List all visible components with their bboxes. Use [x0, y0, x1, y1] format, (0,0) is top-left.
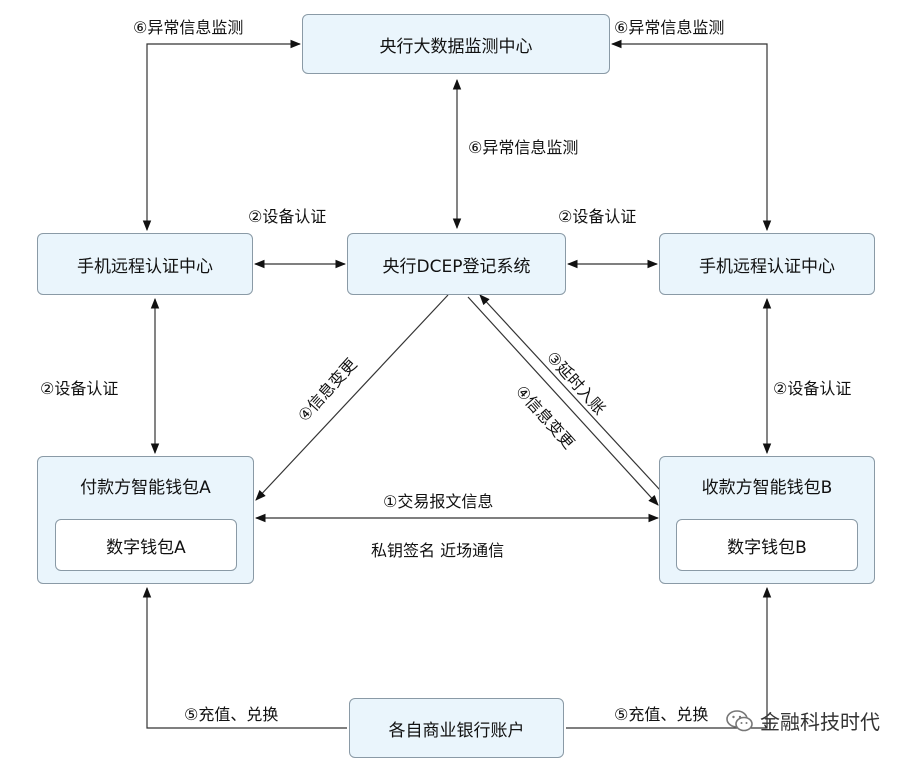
label-private-key-nfc: 私钥签名 近场通信	[371, 541, 505, 560]
label-device-auth-right-top: ②设备认证	[558, 207, 637, 226]
label-topup-right: ⑤充值、兑换	[614, 705, 709, 724]
node-pboc-bigdata-label: 央行大数据监测中心	[379, 36, 533, 57]
node-auth-left-label: 手机远程认证中心	[77, 256, 213, 277]
label-anomaly-top-left: ⑥异常信息监测	[133, 18, 244, 37]
node-payee-digital-label: 数字钱包B	[727, 537, 807, 558]
node-payee-digital-wallet: 数字钱包B	[676, 519, 858, 571]
node-bank-account: 各自商业银行账户	[349, 698, 564, 758]
node-dcep-registry: 央行DCEP登记系统	[347, 233, 566, 295]
edge-bigdata-auth-left	[142, 39, 302, 232]
node-auth-right: 手机远程认证中心	[659, 233, 875, 295]
node-payer-wallet-label: 付款方智能钱包A	[80, 478, 211, 498]
node-bank-account-label: 各自商业银行账户	[388, 720, 525, 741]
label-device-auth-left-side: ②设备认证	[40, 379, 119, 398]
watermark: 金融科技时代	[726, 706, 880, 735]
watermark-text: 金融科技时代	[760, 710, 880, 734]
node-dcep-registry-label: 央行DCEP登记系统	[382, 256, 531, 277]
wechat-icon	[726, 709, 753, 731]
edge-bank-wallet-b	[566, 586, 772, 729]
node-auth-left: 手机远程认证中心	[37, 233, 253, 295]
label-transaction-info: ①交易报文信息	[383, 492, 494, 511]
node-payer-digital-label: 数字钱包A	[106, 537, 186, 558]
node-pboc-bigdata: 央行大数据监测中心	[302, 14, 610, 74]
edge-wallet-b-dcep	[479, 294, 661, 491]
node-payer-wallet: 付款方智能钱包A 数字钱包A	[37, 456, 254, 584]
label-device-auth-left-top: ②设备认证	[248, 207, 327, 226]
label-anomaly-center: ⑥异常信息监测	[468, 138, 579, 157]
edge-bigdata-auth-right	[610, 39, 772, 232]
edge-dcep-wallet-a	[255, 294, 449, 501]
label-anomaly-top-right: ⑥异常信息监测	[614, 18, 725, 37]
label-topup-left: ⑤充值、兑换	[184, 705, 279, 724]
edge-dcep-wallet-b	[467, 296, 659, 506]
node-auth-right-label: 手机远程认证中心	[699, 256, 835, 277]
node-payee-wallet-label: 收款方智能钱包B	[701, 478, 833, 498]
label-device-auth-right-side: ②设备认证	[773, 379, 852, 398]
edge-bank-wallet-a	[142, 586, 347, 729]
node-payee-wallet: 收款方智能钱包B 数字钱包B	[659, 456, 875, 584]
node-payer-digital-wallet: 数字钱包A	[55, 519, 237, 571]
